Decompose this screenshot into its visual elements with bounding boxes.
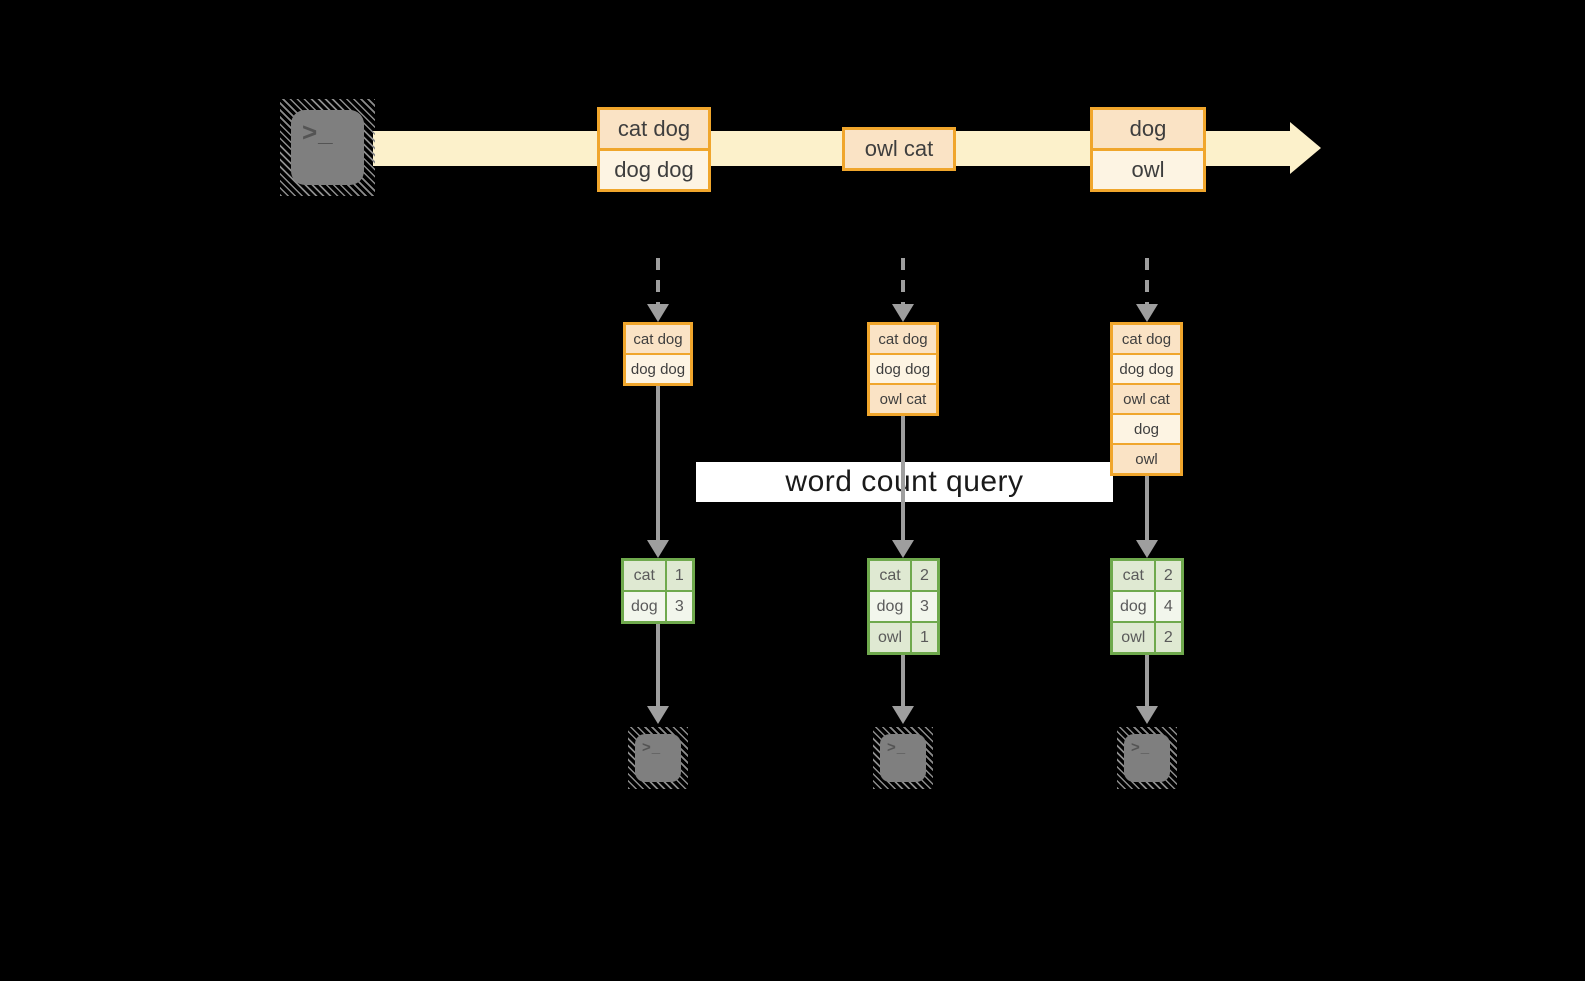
buffer-row: cat dog: [1113, 325, 1180, 353]
buffer-row: owl cat: [1113, 383, 1180, 413]
count-cell: 3: [910, 592, 937, 621]
buffer-row: cat dog: [626, 325, 690, 353]
connector-line: [656, 386, 660, 540]
buffer-row: dog dog: [626, 353, 690, 383]
terminal-screen: >_: [1124, 734, 1170, 782]
terminal-screen: >_: [635, 734, 681, 782]
arrow-down-icon: [647, 540, 669, 558]
buffer-row: owl cat: [870, 383, 936, 413]
connector-line: [656, 624, 660, 706]
word-cell: owl: [870, 623, 910, 652]
connector-line: [901, 416, 905, 540]
word-cell: cat: [624, 561, 665, 590]
buffer-row: dog: [1113, 413, 1180, 443]
table-row: dog 3: [870, 590, 937, 621]
arrow-down-icon: [1136, 304, 1158, 322]
count-cell: 1: [910, 623, 937, 652]
arrow-down-icon: [892, 706, 914, 724]
sink-terminal-icon: >_: [628, 727, 688, 789]
sink-terminal-icon: >_: [873, 727, 933, 789]
terminal-prompt-glyph: >_: [1131, 739, 1151, 756]
dashed-arrow-line: [1145, 258, 1149, 304]
connector-line: [901, 655, 905, 706]
buffer-row: owl: [1113, 443, 1180, 473]
table-row: dog 3: [624, 590, 692, 621]
word-cell: dog: [870, 592, 910, 621]
count-table-3: cat 2 dog 4 owl 2: [1110, 558, 1184, 655]
table-row: cat 2: [870, 561, 937, 590]
word-cell: cat: [1113, 561, 1154, 590]
buffer-row: dog dog: [1113, 353, 1180, 383]
table-row: dog 4: [1113, 590, 1181, 621]
count-cell: 4: [1153, 592, 1181, 621]
arrow-down-icon: [647, 304, 669, 322]
connector-line: [1145, 655, 1149, 706]
word-cell: owl: [1113, 623, 1154, 652]
event-row: owl cat: [845, 130, 953, 168]
table-row: cat 2: [1113, 561, 1181, 590]
table-row: owl 1: [870, 621, 937, 652]
arrow-down-icon: [647, 706, 669, 724]
dashed-arrow-line: [901, 258, 905, 304]
stream-event-box-2: owl cat: [842, 127, 956, 171]
stream-event-box-1: cat dog dog dog: [597, 107, 711, 192]
terminal-screen: >_: [291, 110, 364, 185]
terminal-prompt-glyph: >_: [302, 117, 334, 147]
buffer-row: cat dog: [870, 325, 936, 353]
stream-event-box-3: dog owl: [1090, 107, 1206, 192]
event-row: dog dog: [600, 148, 708, 189]
event-row: owl: [1093, 148, 1203, 189]
terminal-prompt-glyph: >_: [887, 739, 907, 756]
buffer-box-1: cat dog dog dog: [623, 322, 693, 386]
arrow-down-icon: [1136, 540, 1158, 558]
count-table-1: cat 1 dog 3: [621, 558, 695, 624]
dashed-arrow-line: [656, 258, 660, 304]
count-cell: 1: [664, 561, 692, 590]
buffer-box-2: cat dog dog dog owl cat: [867, 322, 939, 416]
count-cell: 2: [1153, 561, 1181, 590]
event-row: cat dog: [600, 110, 708, 148]
count-cell: 3: [664, 592, 692, 621]
table-row: cat 1: [624, 561, 692, 590]
word-cell: dog: [1113, 592, 1154, 621]
terminal-screen: >_: [880, 734, 926, 782]
connector-line: [1145, 476, 1149, 540]
stream-arrowhead-icon: [1290, 122, 1321, 174]
sink-terminal-icon: >_: [1117, 727, 1177, 789]
arrow-down-icon: [1136, 706, 1158, 724]
word-cell: cat: [870, 561, 910, 590]
count-table-2: cat 2 dog 3 owl 1: [867, 558, 940, 655]
terminal-prompt-glyph: >_: [642, 739, 662, 756]
arrow-down-icon: [892, 304, 914, 322]
event-row: dog: [1093, 110, 1203, 148]
source-terminal-icon: >_: [280, 99, 375, 196]
table-row: owl 2: [1113, 621, 1181, 652]
count-cell: 2: [1153, 623, 1181, 652]
buffer-box-3: cat dog dog dog owl cat dog owl: [1110, 322, 1183, 476]
word-cell: dog: [624, 592, 665, 621]
arrow-down-icon: [892, 540, 914, 558]
count-cell: 2: [910, 561, 937, 590]
buffer-row: dog dog: [870, 353, 936, 383]
